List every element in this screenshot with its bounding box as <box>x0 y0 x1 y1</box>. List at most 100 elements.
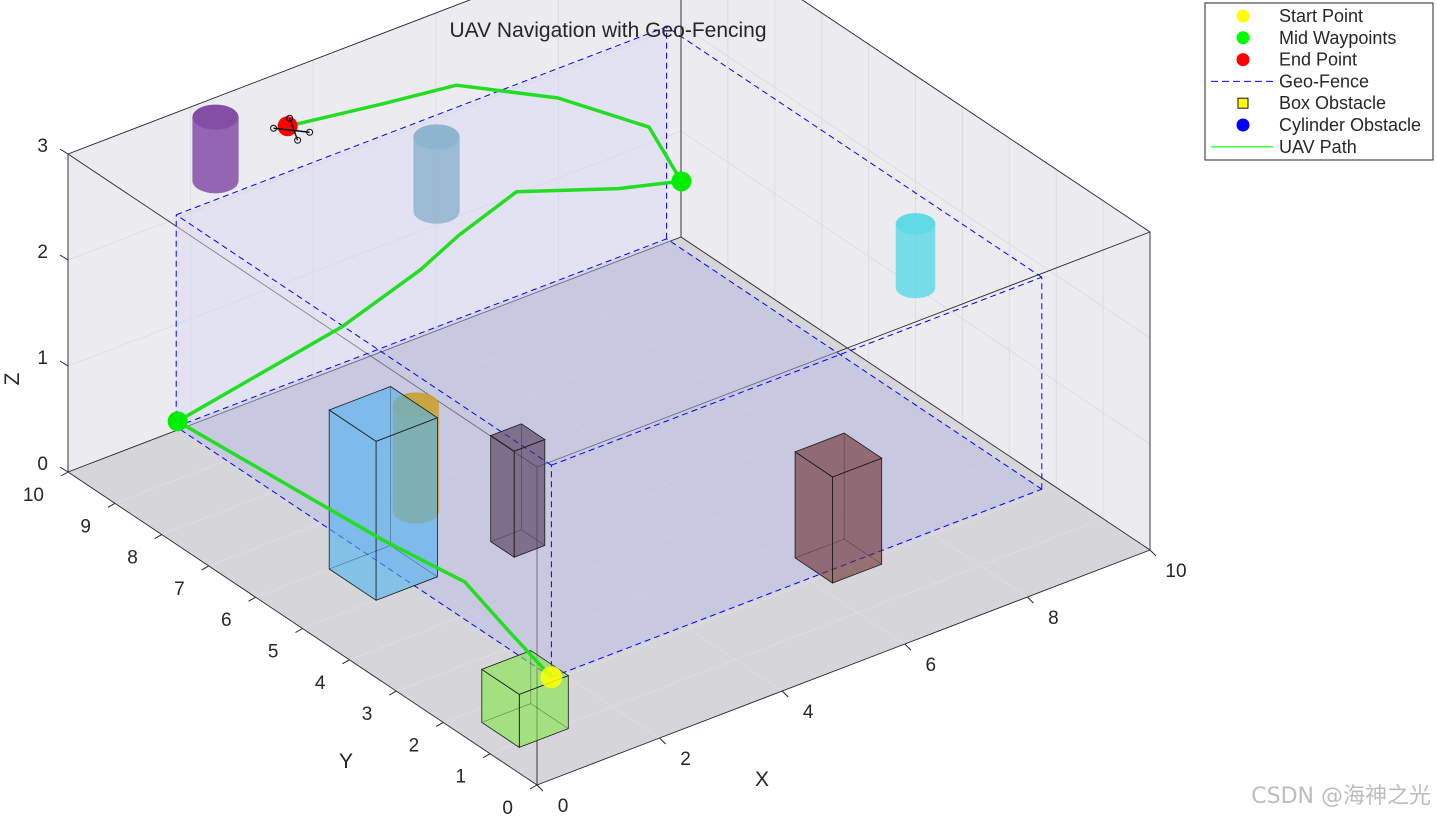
box-face <box>832 457 883 584</box>
z-tick <box>59 360 69 367</box>
z-tick-label: 3 <box>37 136 48 157</box>
uav-path <box>175 83 684 679</box>
cylinder-top <box>895 213 936 235</box>
box-obstacle <box>480 650 570 749</box>
x-tick <box>536 784 544 792</box>
drone-rotor <box>286 114 294 122</box>
y-tick <box>482 753 491 759</box>
x-tick-label: 4 <box>803 702 814 723</box>
y-tick <box>342 659 350 665</box>
z-tick <box>59 148 69 155</box>
z-tick <box>59 254 69 261</box>
box-edge <box>530 703 569 729</box>
legend-label: Mid Waypoints <box>1279 28 1396 48</box>
geo-fence-edge <box>176 26 667 216</box>
x-tick-label: 10 <box>1165 561 1186 582</box>
cylinder-obstacle <box>413 124 460 224</box>
chart-title: UAV Navigation with Geo-Fencing <box>449 19 766 42</box>
axes-edge <box>536 231 1151 468</box>
y-tick-label: 7 <box>174 579 185 600</box>
axes-edge <box>67 236 682 473</box>
obstacles <box>192 104 936 749</box>
box-edge <box>795 538 845 559</box>
x-tick <box>781 690 789 698</box>
y-tick-label: 5 <box>268 642 279 663</box>
legend-entry: Geo-Fence <box>1211 71 1369 91</box>
legend-marker <box>1237 97 1249 109</box>
y-tick <box>107 502 116 508</box>
legend-box <box>1204 2 1434 161</box>
y-tick-label: 9 <box>80 516 91 537</box>
box-edge <box>843 538 882 565</box>
mid-waypoint-marker <box>671 171 692 192</box>
geo-fence-edge <box>666 26 1043 278</box>
uav-path-layer <box>167 83 692 689</box>
legend-label: Box Obstacle <box>1279 93 1386 113</box>
drone-icon <box>270 114 314 144</box>
y-tick <box>154 534 163 540</box>
box-edge <box>481 703 531 723</box>
y-tick <box>435 721 444 727</box>
cylinder-obstacle <box>192 104 239 194</box>
start-point-marker <box>540 666 563 689</box>
y-tick-label: 2 <box>409 735 420 756</box>
drone-rotor <box>294 136 302 144</box>
box-face <box>375 417 438 601</box>
y-tick <box>295 628 303 633</box>
box-face <box>513 438 546 558</box>
cylinder-top <box>192 104 239 130</box>
drone-rotor <box>306 128 314 136</box>
mid-waypoint-marker <box>167 411 188 432</box>
x-tick <box>904 643 912 651</box>
drone-rotor <box>270 124 278 132</box>
legend-entry: Box Obstacle <box>1237 93 1386 113</box>
legend-marker <box>1236 9 1250 23</box>
x-tick-label: 8 <box>1048 608 1059 629</box>
y-tick <box>60 471 69 477</box>
y-tick <box>248 596 256 602</box>
axes-edge <box>801 0 1151 233</box>
geo-fence-edge <box>551 488 1042 678</box>
geo-fence-edge <box>175 214 552 466</box>
box-edge <box>390 545 438 578</box>
geo-fence-edge <box>666 238 1043 490</box>
legend-entry: Start Point <box>1236 6 1363 26</box>
y-tick-label: 0 <box>502 798 513 818</box>
legend-label: Start Point <box>1279 6 1363 26</box>
legend-label: End Point <box>1279 50 1357 70</box>
x-tick-label: 6 <box>926 655 937 676</box>
watermark: CSDN @海神之光 <box>1251 784 1431 809</box>
y-tick-label: 6 <box>221 610 232 631</box>
legend-label: Geo-Fence <box>1279 71 1369 91</box>
legend-marker <box>1236 53 1250 67</box>
box-edge <box>490 529 522 542</box>
y-tick-label: 1 <box>456 767 467 788</box>
end-point-marker <box>277 116 298 137</box>
z-axis-label: Z <box>1 372 24 385</box>
axes-edge <box>536 549 1151 786</box>
box-obstacle <box>794 432 883 584</box>
x-axis-label: X <box>755 768 769 791</box>
cylinder-body <box>895 213 936 299</box>
legend-label: Cylinder Obstacle <box>1279 115 1421 135</box>
box-face <box>328 409 377 602</box>
legend-entry: Cylinder Obstacle <box>1236 115 1421 135</box>
legend-marker <box>1236 31 1250 45</box>
z-tick-label: 0 <box>37 454 48 475</box>
box-obstacle <box>328 386 439 602</box>
x-tick <box>1027 596 1034 604</box>
cylinder-top <box>413 124 460 150</box>
box-edge <box>329 545 391 570</box>
y-tick-label: 8 <box>127 548 138 569</box>
box-obstacle <box>489 423 546 558</box>
x-tick-label: 0 <box>558 796 569 817</box>
cylinder-obstacle <box>895 213 936 299</box>
legend-entry: End Point <box>1236 50 1357 70</box>
y-tick-label: 4 <box>315 673 326 694</box>
legend-marker <box>1236 118 1250 132</box>
z-tick <box>59 466 69 473</box>
box-face <box>794 432 883 478</box>
z-tick-label: 1 <box>37 348 48 369</box>
